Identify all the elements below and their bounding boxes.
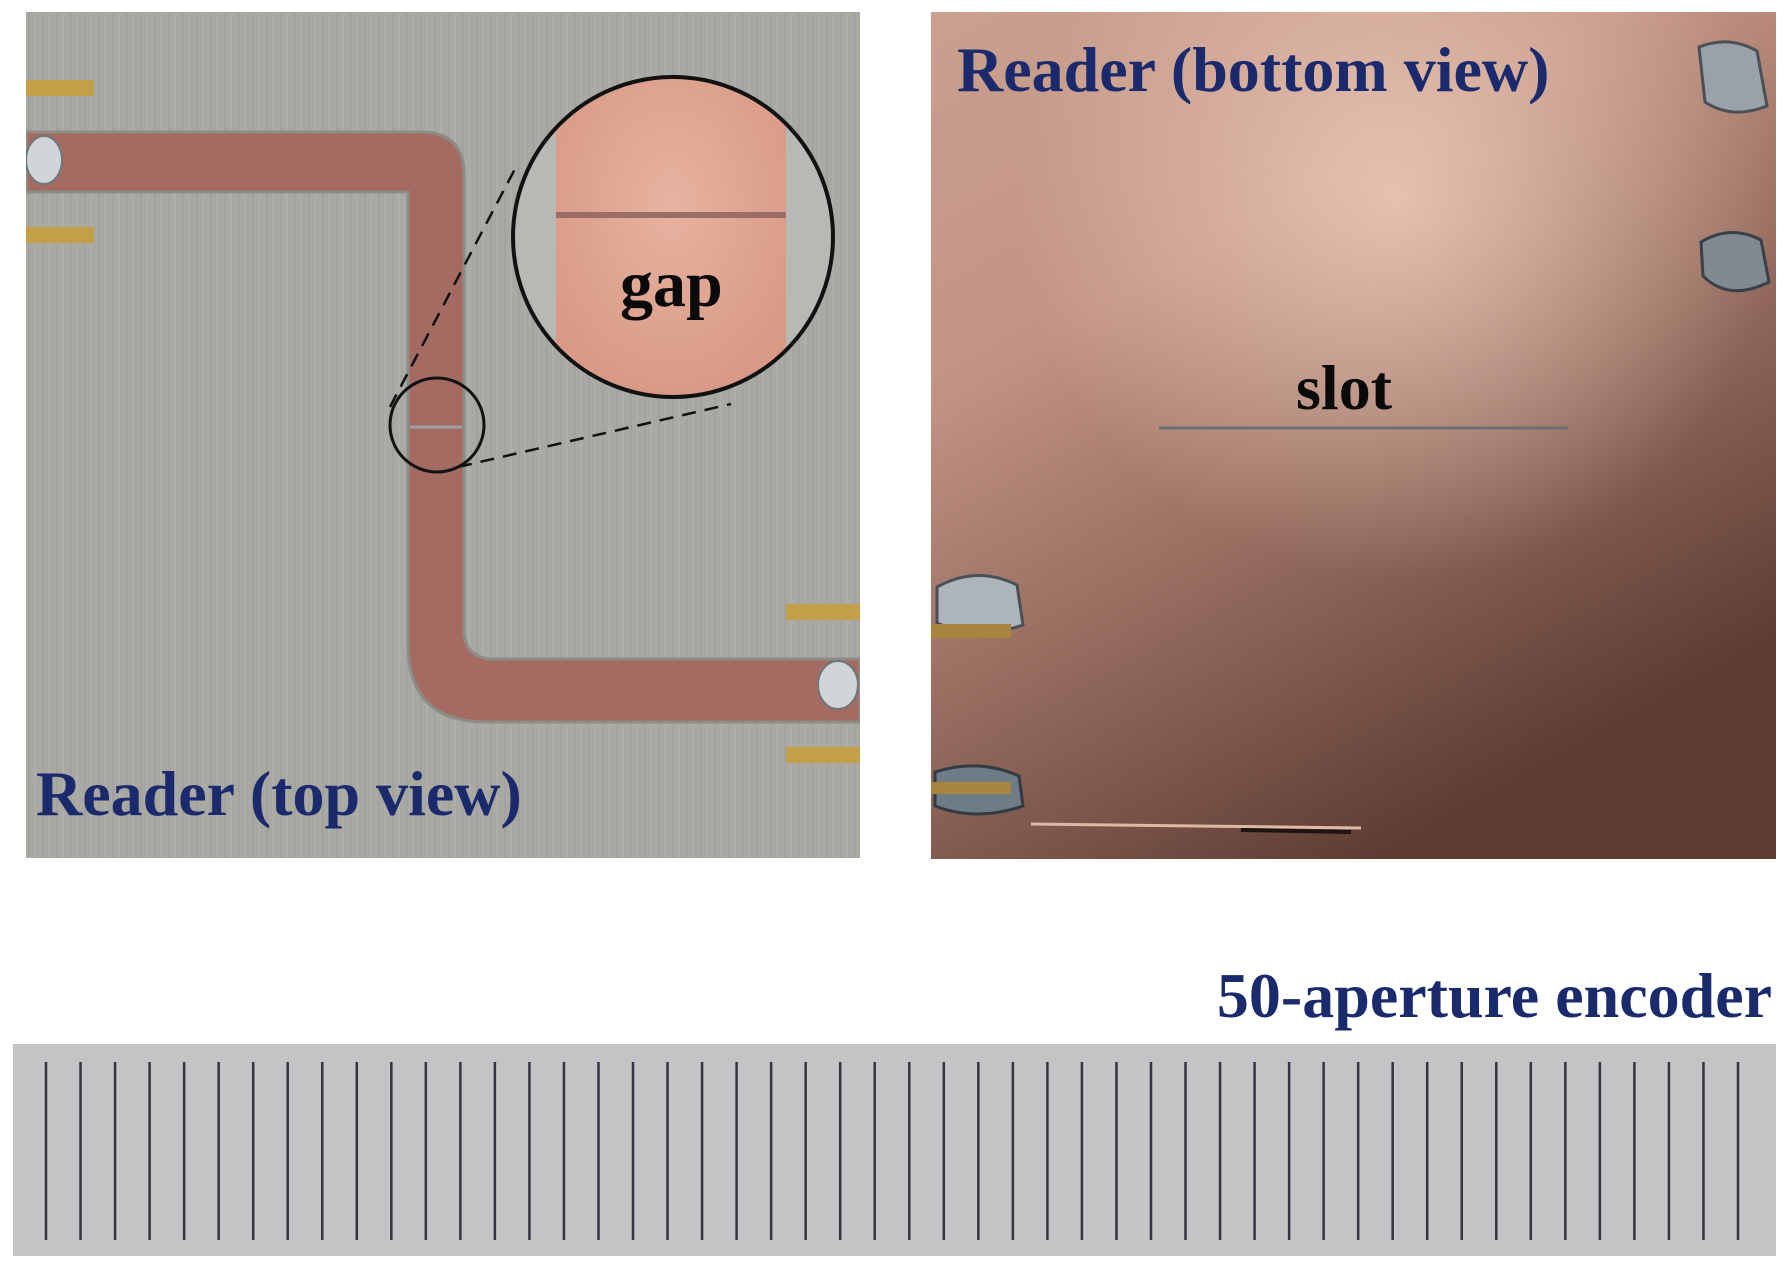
aperture-array [44,1062,1740,1240]
encoder-caption: 50-aperture encoder [1216,960,1772,1031]
bottom-view-caption: Reader (bottom view) [957,34,1550,105]
gap-magnifier [513,77,833,397]
reader-bottom-view-illustration [931,12,1776,859]
solder-joint [1699,230,1771,293]
slot-label: slot [1296,352,1392,423]
solder-joint [935,574,1025,634]
connector-pin [26,80,94,96]
connector-pin [26,227,94,243]
connector-pin [931,624,1011,638]
gap-highlight-circle [388,376,486,474]
connector-pin [786,747,860,763]
zoom-guide-line [457,402,732,469]
reader-top-view-illustration [26,12,860,858]
encoder-strip-photo [13,1044,1776,1256]
gap-label: gap [620,248,723,321]
reader-bottom-view-photo [931,12,1776,859]
encoder-substrate [13,1044,1776,1256]
solder-joint [817,660,859,710]
magnifier-ring [511,75,835,399]
top-view-caption: Reader (top view) [36,758,522,829]
reader-top-view-photo [26,12,860,858]
solder-joint [1697,40,1769,114]
solder-joint [26,135,63,185]
connector-pin [931,782,1011,794]
encoder-strip-illustration [13,1044,1776,1256]
connector-pin [786,604,860,620]
